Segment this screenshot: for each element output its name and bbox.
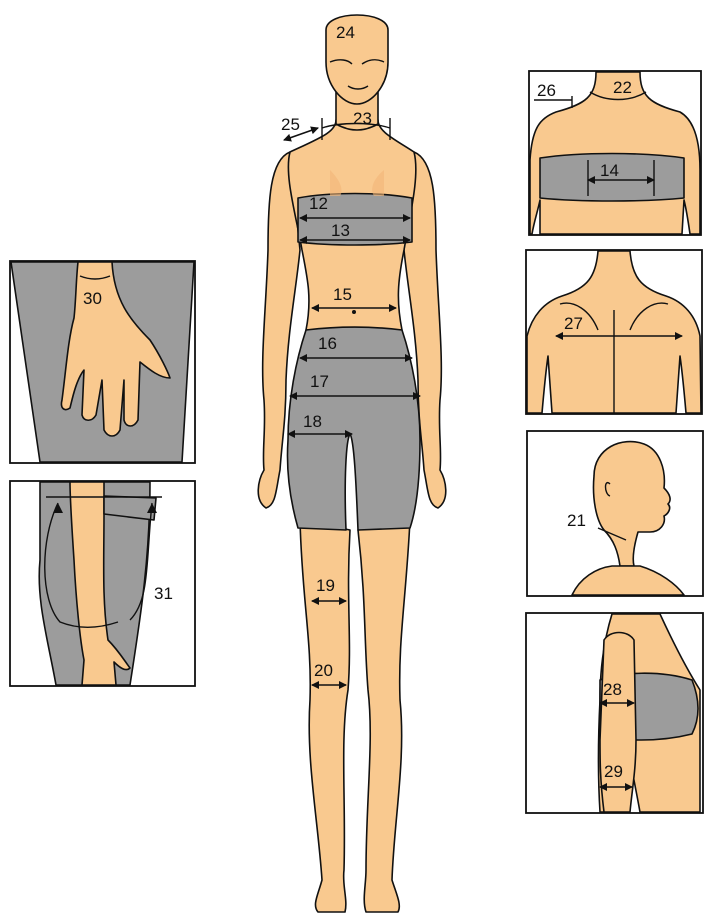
label-15: 15	[333, 285, 352, 304]
label-13: 13	[331, 221, 350, 240]
label-23: 23	[353, 109, 372, 128]
label-25: 25	[281, 115, 300, 134]
label-27: 27	[564, 314, 583, 333]
panel-side-hip: 31	[10, 481, 195, 686]
label-14: 14	[600, 161, 619, 180]
label-31: 31	[154, 584, 173, 603]
right-leg	[358, 520, 410, 912]
panel-wrist: 30	[10, 261, 195, 463]
label-29: 29	[604, 762, 623, 781]
label-17: 17	[310, 372, 329, 391]
label-30: 30	[83, 289, 102, 308]
label-12: 12	[309, 194, 328, 213]
label-28: 28	[603, 680, 622, 699]
main-figure	[258, 15, 446, 912]
label-19: 19	[316, 576, 335, 595]
label-24: 24	[336, 23, 355, 42]
panel-back: 27	[526, 250, 702, 414]
label-26: 26	[537, 81, 556, 100]
label-18: 18	[303, 412, 322, 431]
panel-side-arm: 28 29	[526, 613, 703, 813]
label-21: 21	[567, 511, 586, 530]
label-20: 20	[314, 661, 333, 680]
label-16: 16	[318, 334, 337, 353]
panel-upper-back: 26 22 14	[529, 71, 701, 235]
label-22: 22	[613, 78, 632, 97]
panel-head-profile: 21	[527, 431, 703, 596]
